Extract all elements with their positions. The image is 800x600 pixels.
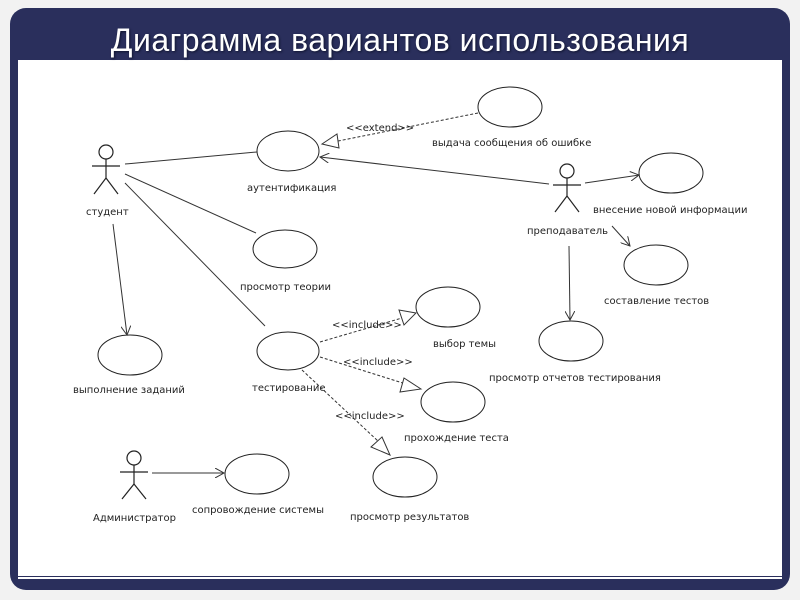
assoc-teacher-reports [569,245,570,320]
assoc-student-testing [124,182,266,327]
label-make-tests: составление тестов [604,296,709,307]
actor-admin-label: Администратор [93,513,176,524]
extend-arrowhead [320,133,340,149]
include-pass-line [319,356,407,385]
actor-student-label: студент [86,207,129,218]
label-pass-test: прохождение теста [404,433,509,444]
actor-teacher[interactable] [553,163,581,213]
actor-admin[interactable] [120,450,148,500]
use-case-topic-select[interactable] [415,286,481,328]
extend-stereotype: <<extend>> [346,123,414,134]
actor-student[interactable] [92,144,120,195]
include-results-line [301,369,380,443]
assoc-teacher-make-tests [611,225,630,246]
use-case-reports[interactable] [538,320,604,362]
use-case-theory[interactable] [252,229,318,269]
label-reports: просмотр отчетов тестирования [489,373,661,384]
use-case-results[interactable] [372,456,438,498]
extend-line [337,112,479,142]
label-theory: просмотр теории [240,282,331,293]
use-case-testing[interactable] [256,331,320,371]
label-tasks: выполнение заданий [73,385,185,396]
use-case-authentication[interactable] [256,130,320,172]
actor-teacher-label: преподаватель [527,226,608,237]
label-testing: тестирование [252,383,325,394]
assoc-teacher-auth [320,157,550,185]
use-case-tasks[interactable] [97,334,163,376]
use-case-error-message[interactable] [477,86,543,128]
label-authentication: аутентификация [247,183,336,194]
label-topic-select: выбор темы [433,339,496,350]
use-case-new-info[interactable] [638,152,704,194]
use-case-pass-test[interactable] [420,381,486,423]
slide-title: Диаграмма вариантов использования [110,22,690,58]
include-topic-stereotype: <<include>> [332,320,402,331]
assoc-teacher-new-info [584,175,639,184]
include-results-stereotype: <<include>> [335,411,405,422]
include-results-arrowhead [370,436,391,456]
assoc-student-auth [124,151,258,165]
include-topic-arrowhead [398,309,418,326]
include-topic-line [319,317,403,343]
use-case-make-tests[interactable] [623,244,689,286]
include-pass-stereotype: <<include>> [343,357,413,368]
use-case-support[interactable] [224,453,290,495]
bottom-rule [18,577,782,579]
include-pass-arrowhead [399,377,423,393]
assoc-student-tasks [112,223,127,335]
label-error-message: выдача сообщения об ошибке [432,138,591,149]
label-new-info: внесение новой информации [593,205,747,216]
label-results: просмотр результатов [350,512,469,523]
assoc-student-theory [124,173,257,234]
label-support: сопровождение системы [192,505,324,516]
